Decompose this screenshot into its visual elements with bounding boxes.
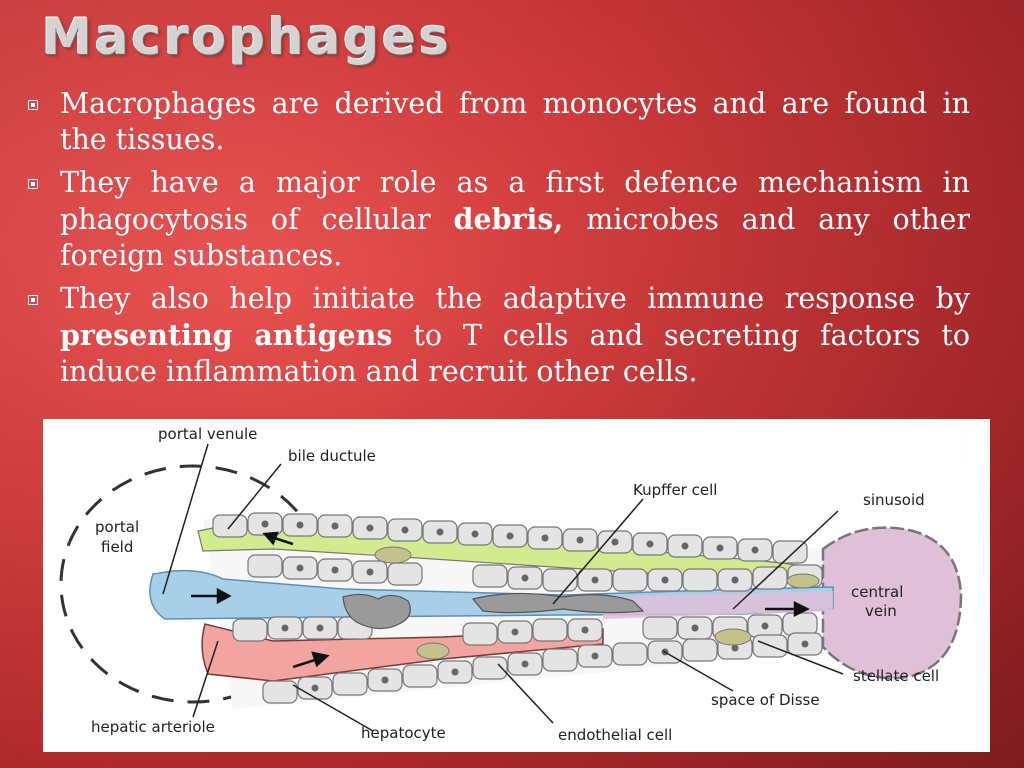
label-hepatocyte: hepatocyte (361, 724, 446, 742)
label-hepatic-arteriole: hepatic arteriole (91, 718, 215, 736)
kupffer-cell-shape-2 (471, 592, 645, 614)
text-run: Macrophages are derived from monocytes a… (60, 87, 970, 156)
kupffer-cell-shape (342, 593, 411, 630)
bullet-item-1: Macrophages are derived from monocytes a… (22, 86, 970, 158)
sinusoid-distal (603, 591, 833, 619)
text-run: They have a major role as a first defenc… (60, 166, 970, 236)
bullet-text: They also help initiate the adaptive imm… (60, 281, 970, 390)
label-endothelial-cell: endothelial cell (558, 726, 672, 744)
square-bullet-icon (28, 295, 38, 305)
slide-title: Macrophages (42, 8, 452, 66)
bullet-text: They have a major role as a first defenc… (60, 165, 970, 274)
label-portal-field-line1: portal (95, 518, 139, 536)
bullet-list: Macrophages are derived from monocytes a… (22, 86, 970, 397)
label-kupffer-cell: Kupffer cell (633, 481, 717, 499)
bullet-item-2: They have a major role as a first defenc… (22, 165, 970, 274)
liver-lobule-diagram: portal venule bile ductule portal field … (43, 419, 990, 752)
flow-arrows (191, 531, 810, 669)
bullet-item-3: They also help initiate the adaptive imm… (22, 281, 970, 390)
label-sinusoid: sinusoid (863, 491, 925, 509)
diagram-svg: portal venule bile ductule portal field … (59, 425, 963, 744)
square-bullet-icon (28, 100, 38, 110)
stellate-cells (374, 546, 820, 660)
bullet-text: Macrophages are derived from monocytes a… (60, 86, 970, 158)
bold-phrase: presenting antigens (60, 318, 393, 352)
bold-phrase: debris, (453, 202, 564, 236)
label-central-vein-line2: vein (865, 602, 897, 620)
label-portal-field-line2: field (101, 538, 133, 556)
text-run: They also help initiate the adaptive imm… (60, 282, 970, 315)
text-run: microbes and any other foreign substance… (60, 203, 971, 272)
label-bile-ductule: bile ductule (288, 447, 376, 465)
label-space-of-disse: space of Disse (711, 691, 820, 709)
label-portal-venule: portal venule (158, 425, 257, 443)
label-central-vein-line1: central (851, 583, 903, 601)
square-bullet-icon (28, 179, 38, 189)
label-stellate-cell: stellate cell (853, 667, 939, 685)
leader-lines (162, 443, 844, 732)
central-vein (821, 526, 963, 680)
text-run: to T cells and secreting factors to indu… (60, 319, 970, 388)
